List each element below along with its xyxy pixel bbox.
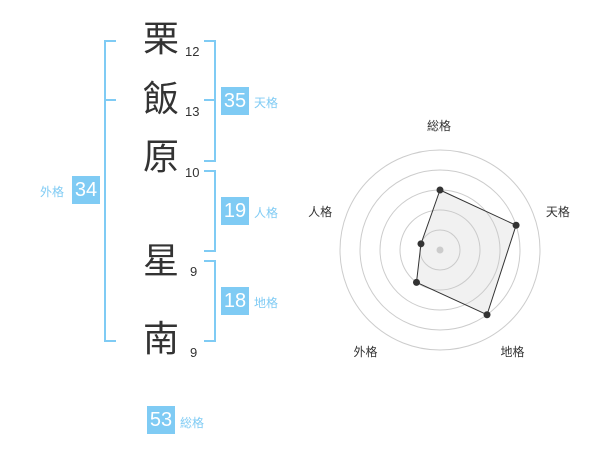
gaikaku-bracket	[104, 40, 116, 342]
soukaku-badge: 53	[147, 406, 175, 434]
jinkaku-badge: 19	[221, 197, 249, 225]
name-char: 原	[142, 137, 179, 178]
soukaku-label: 総格	[180, 416, 205, 430]
radar-axis-label: 外格	[353, 345, 378, 360]
stroke-count: 13	[185, 104, 200, 119]
radar-point	[417, 240, 425, 248]
name-char: 南	[142, 319, 179, 360]
radar-point	[436, 186, 444, 194]
radar-ring	[339, 149, 541, 351]
radar-axis-label: 地格	[500, 345, 525, 360]
stroke-count: 9	[190, 264, 198, 279]
radar-point	[412, 278, 420, 286]
jinkaku-label: 人格	[254, 206, 279, 220]
radar-point	[512, 221, 520, 229]
tenkaku-label: 天格	[254, 96, 279, 110]
radar-point	[483, 311, 491, 319]
radar-ring	[399, 209, 481, 291]
jinkaku-bracket	[204, 170, 216, 252]
tenkaku-badge: 35	[221, 87, 249, 115]
chikaku-label: 地格	[254, 296, 279, 310]
radar-axis-label: 天格	[545, 205, 570, 220]
bracket-tick	[204, 99, 216, 101]
gaikaku-label: 外格	[40, 185, 65, 199]
stroke-count: 10	[185, 165, 200, 180]
chikaku-bracket	[204, 260, 216, 342]
chikaku-badge: 18	[221, 287, 249, 315]
radar-axis-label: 人格	[308, 205, 333, 220]
stroke-count: 12	[185, 44, 200, 59]
name-char: 栗	[142, 19, 179, 60]
name-char: 飯	[142, 79, 179, 120]
bracket-tick	[104, 99, 116, 101]
radar-axis-label: 総格	[427, 119, 452, 133]
name-char: 星	[142, 241, 179, 282]
radar-ring	[359, 169, 521, 331]
radar-center	[436, 246, 444, 254]
radar-area	[415, 189, 517, 316]
gaikaku-badge: 34	[72, 176, 100, 204]
stroke-count: 9	[190, 345, 198, 360]
tenkaku-bracket	[204, 40, 216, 162]
